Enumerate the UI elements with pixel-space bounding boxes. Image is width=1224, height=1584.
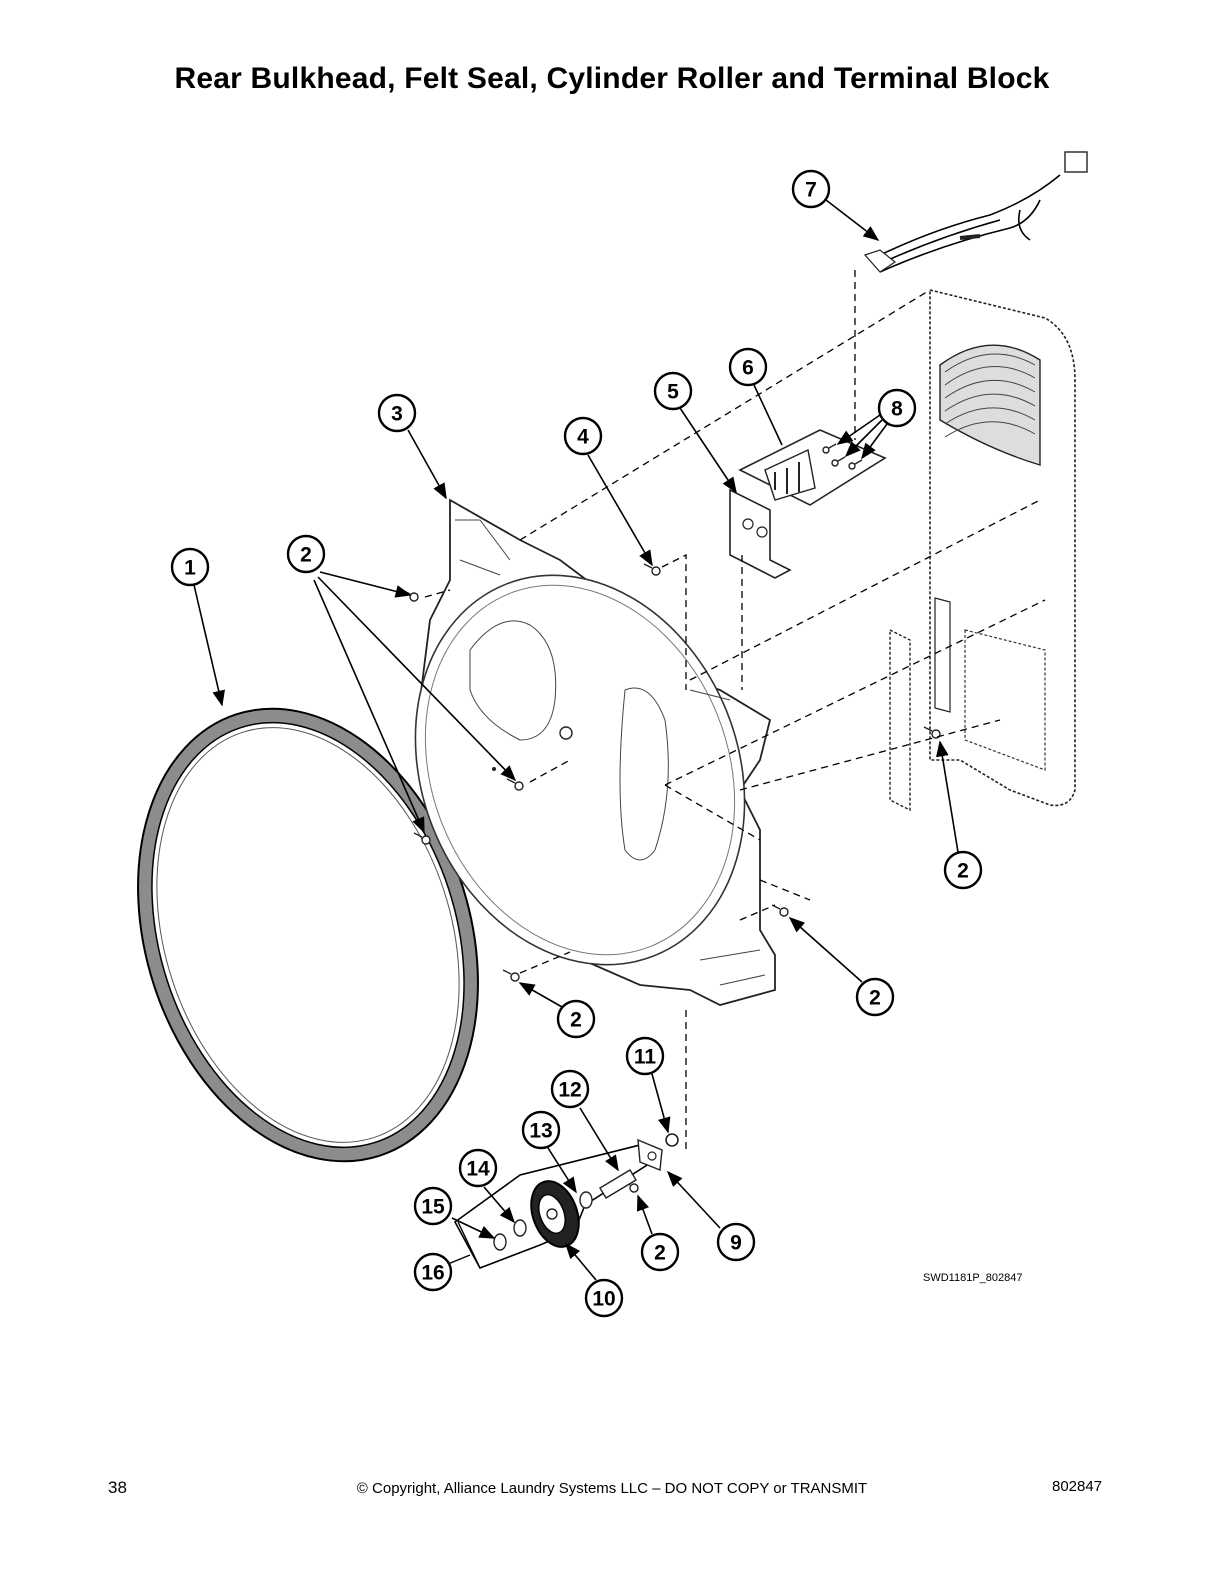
callout-2: 2 bbox=[556, 999, 596, 1039]
svg-text:2: 2 bbox=[654, 1242, 666, 1265]
cylinder-roller-assembly bbox=[453, 1133, 679, 1269]
callout-2: 2 bbox=[640, 1232, 680, 1272]
svg-text:4: 4 bbox=[577, 426, 589, 449]
svg-text:10: 10 bbox=[592, 1288, 615, 1311]
callout-6: 6 bbox=[728, 347, 768, 387]
svg-text:2: 2 bbox=[570, 1009, 582, 1032]
svg-text:9: 9 bbox=[730, 1232, 742, 1255]
svg-text:16: 16 bbox=[421, 1262, 444, 1285]
mounting-bracket bbox=[729, 488, 792, 579]
page-number: 38 bbox=[108, 1478, 127, 1497]
svg-text:5: 5 bbox=[667, 381, 679, 404]
svg-text:12: 12 bbox=[558, 1079, 581, 1102]
svg-text:2: 2 bbox=[957, 860, 969, 883]
terminal-block bbox=[738, 429, 887, 506]
callout-10: 10 bbox=[584, 1278, 624, 1318]
rear-panel bbox=[889, 288, 1076, 812]
svg-text:6: 6 bbox=[742, 357, 754, 380]
svg-text:7: 7 bbox=[805, 179, 817, 202]
svg-text:1: 1 bbox=[184, 557, 196, 580]
callout-2: 2 bbox=[943, 850, 983, 890]
document-number: 802847 bbox=[1052, 1478, 1103, 1495]
callout-14: 14 bbox=[458, 1148, 498, 1188]
callout-1: 1 bbox=[170, 547, 210, 587]
svg-text:14: 14 bbox=[466, 1158, 490, 1181]
page-title: Rear Bulkhead, Felt Seal, Cylinder Rolle… bbox=[174, 62, 1050, 95]
callout-2: 2 bbox=[855, 977, 895, 1017]
callout-4: 4 bbox=[563, 416, 603, 456]
felt-seal bbox=[137, 707, 479, 1163]
callout-5: 5 bbox=[653, 371, 693, 411]
callout-3: 3 bbox=[377, 393, 417, 433]
callout-11: 11 bbox=[625, 1036, 665, 1076]
svg-text:2: 2 bbox=[300, 544, 312, 567]
svg-text:11: 11 bbox=[634, 1046, 657, 1069]
callout-8: 8 bbox=[877, 388, 917, 428]
callout-12: 12 bbox=[550, 1069, 590, 1109]
callout-13: 13 bbox=[521, 1110, 561, 1150]
svg-text:13: 13 bbox=[529, 1120, 552, 1143]
callout-7: 7 bbox=[791, 169, 831, 209]
wire-harness bbox=[863, 151, 1088, 273]
svg-text:15: 15 bbox=[421, 1196, 445, 1219]
callout-15: 15 bbox=[413, 1186, 453, 1226]
assembly-lines bbox=[424, 270, 1046, 1150]
callout-2: 2 bbox=[286, 534, 326, 574]
svg-text:2: 2 bbox=[869, 987, 881, 1010]
svg-text:3: 3 bbox=[391, 403, 403, 426]
svg-text:8: 8 bbox=[891, 398, 903, 421]
callout-16: 16 bbox=[413, 1252, 453, 1292]
screws bbox=[401, 443, 941, 1193]
leader-lines bbox=[193, 199, 959, 1281]
figure-reference-id: SWD1181P_802847 bbox=[923, 1272, 1022, 1284]
callout-9: 9 bbox=[716, 1222, 756, 1262]
rear-bulkhead bbox=[414, 498, 776, 1006]
copyright-notice: © Copyright, Alliance Laundry Systems LL… bbox=[356, 1480, 868, 1497]
